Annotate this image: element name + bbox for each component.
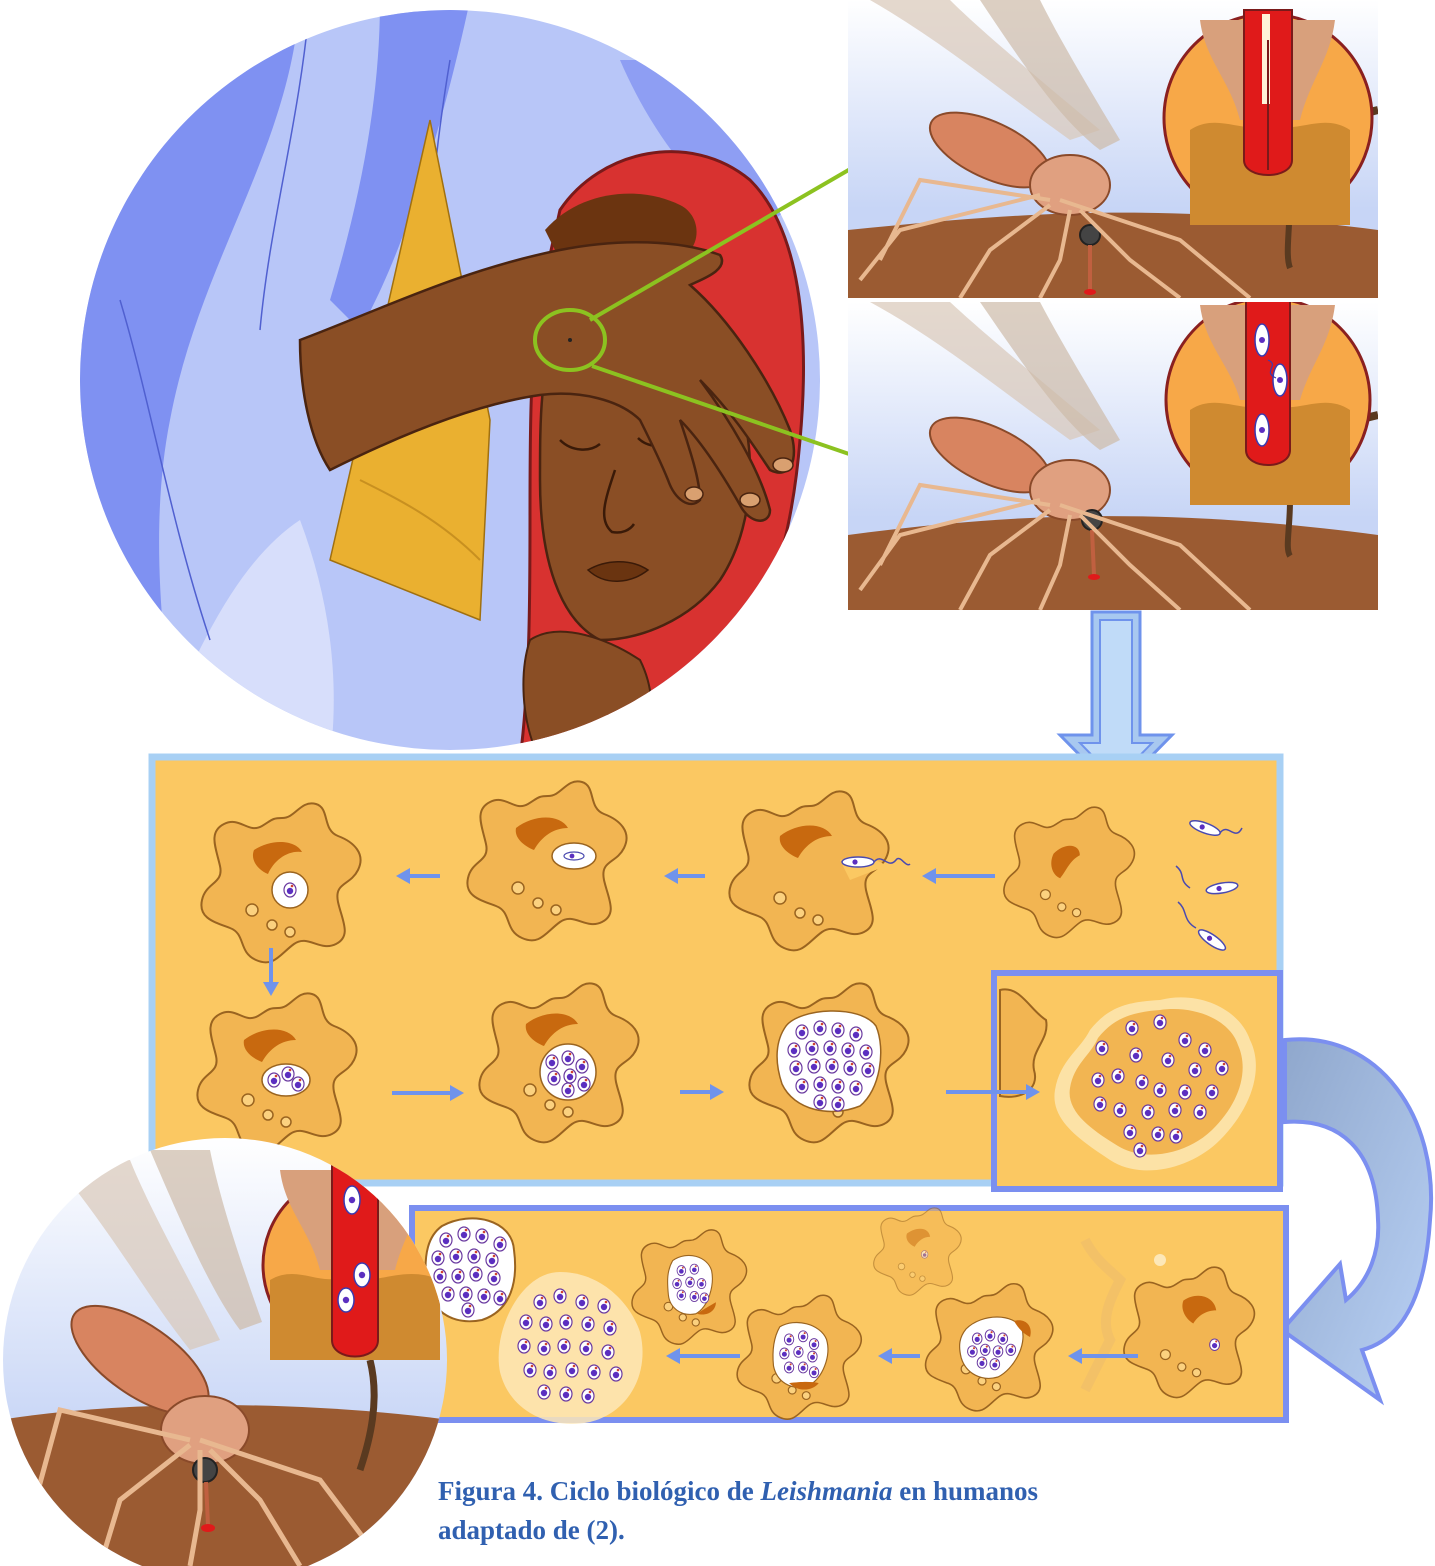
caption-genus: Leishmania xyxy=(760,1476,892,1506)
figure-caption: Figura 4. Ciclo biológico de Leishmania … xyxy=(438,1472,1078,1550)
caption-prefix: Figura 4. Ciclo biológico de xyxy=(438,1476,760,1506)
sandfly-bite-panel-1 xyxy=(848,0,1378,298)
sandfly-feeding-circle xyxy=(0,1138,450,1566)
sandfly-bite-panel-2 xyxy=(848,298,1378,610)
curved-return-arrow-icon xyxy=(1282,1039,1431,1400)
patient-illustration xyxy=(70,0,850,760)
